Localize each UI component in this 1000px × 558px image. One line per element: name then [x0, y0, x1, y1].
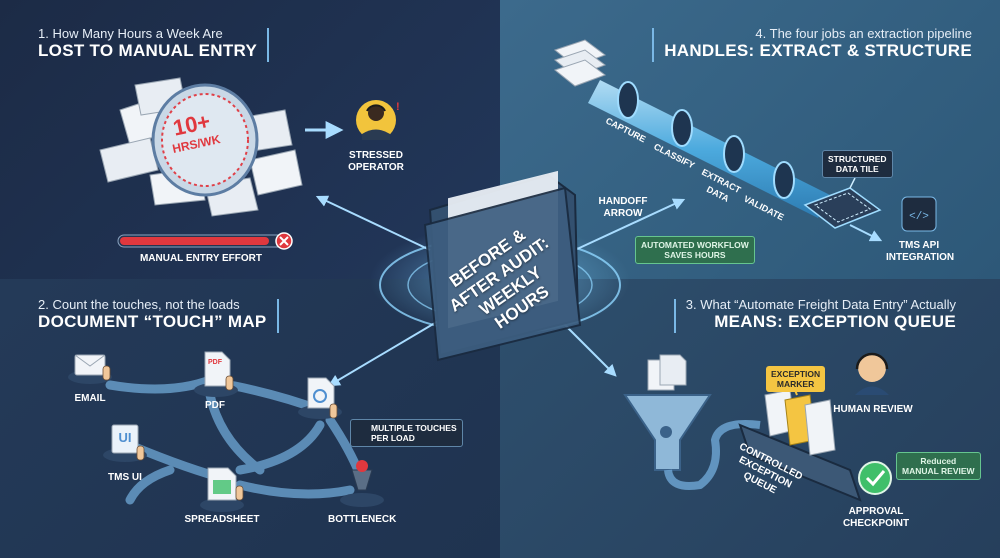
tms-api-icon: </>: [901, 196, 937, 232]
svg-text:!: !: [396, 101, 400, 113]
handoff-label: HANDOFF ARROW: [598, 196, 648, 220]
arrow-to-section4: [574, 198, 686, 251]
touches-line-2: PER LOAD: [371, 433, 415, 443]
structured-line-2: DATA TILE: [835, 164, 879, 174]
pipeline-tube: [588, 80, 830, 218]
reduced-line-2: MANUAL REVIEW: [902, 466, 975, 476]
document-stack-icon: [553, 39, 607, 87]
touches-line-1: MULTIPLE TOUCHES: [371, 423, 457, 433]
automated-workflow-badge: AUTOMATED WORKFLOW SAVES HOURS: [635, 236, 755, 264]
section1-header: 1. How Many Hours a Week Are LOST TO MAN…: [38, 26, 270, 62]
tms-api-line-1: TMS API: [898, 240, 940, 251]
section4-title: HANDLES: EXTRACT & STRUCTURE: [664, 41, 972, 60]
approval-line-2: CHECKPOINT: [842, 518, 910, 529]
svg-text:</>: </>: [909, 211, 929, 223]
section2-header: 2. Count the touches, not the loads DOCU…: [38, 297, 279, 333]
pdf-label: PDF: [205, 400, 225, 411]
arrow-to-section3: [559, 319, 617, 377]
human-reviewer-icon: [855, 352, 889, 395]
tms-ui-icon: [103, 424, 147, 462]
arrow-to-section1: [315, 195, 431, 251]
funnel-icon: [623, 394, 712, 471]
structured-data-label: STRUCTURED DATA TILE: [822, 150, 893, 178]
human-review-label: HUMAN REVIEW: [833, 404, 913, 415]
reduced-review-badge: Reduced MANUAL REVIEW: [896, 452, 981, 480]
approval-label: APPROVAL CHECKPOINT: [836, 506, 916, 530]
automated-line-1: AUTOMATED WORKFLOW: [641, 240, 749, 250]
folder-icon: [423, 170, 582, 362]
reduced-line-1: Reduced: [920, 456, 957, 466]
structured-data-tile-icon: [803, 177, 882, 229]
exception-queue-tray: [738, 389, 862, 502]
section4-subtitle: 4. The four jobs an extraction pipeline: [755, 26, 972, 41]
spreadsheet-label: SPREADSHEET: [184, 514, 260, 525]
tms-api-line-2: INTEGRATION: [886, 252, 955, 263]
approval-line-1: APPROVAL: [848, 506, 904, 517]
quadrant-exception-queue: [500, 279, 1000, 558]
section1-title: LOST TO MANUAL ENTRY: [38, 41, 258, 60]
section1-subtitle: 1. How Many Hours a Week Are: [38, 26, 223, 41]
multiple-touches-badge: MULTIPLE TOUCHES PER LOAD: [350, 419, 463, 447]
clock-icon: [151, 83, 259, 197]
pdf-icon-text: PDF: [208, 359, 222, 366]
operator-label: STRESSED OPERATOR: [344, 150, 408, 174]
queue-pipe: [664, 420, 761, 490]
operator-label-line-1: STRESSED: [349, 150, 403, 161]
section4-header: 4. The four jobs an extraction pipeline …: [652, 26, 972, 62]
hand-cursor-icons: [102, 365, 338, 501]
tms-ui-icon-text: UI: [118, 430, 132, 445]
progress-label: MANUAL ENTRY EFFORT: [139, 253, 263, 264]
exception-line-2: MARKER: [776, 379, 815, 389]
tms-api-label: TMS API INTEGRATION: [886, 240, 955, 264]
section2-title: DOCUMENT “TOUCH” MAP: [38, 312, 267, 331]
approval-check-icon: [858, 461, 892, 495]
exception-line-1: EXCEPTION: [771, 369, 821, 379]
spreadsheet-icon: [200, 467, 244, 512]
exception-marker-label: EXCEPTION MARKER: [766, 366, 826, 392]
bottleneck-label: BOTTLENECK: [328, 514, 397, 525]
handoff-line-2: ARROW: [603, 208, 643, 219]
stressed-operator-icon: !: [356, 100, 400, 140]
bottleneck-icon: [340, 460, 384, 507]
section3-subtitle: 3. What “Automate Freight Data Entry” Ac…: [685, 297, 956, 312]
section2-subtitle: 2. Count the touches, not the loads: [38, 297, 240, 312]
section3-header: 3. What “Automate Freight Data Entry” Ac…: [673, 297, 956, 333]
tms-ui-label: TMS UI: [108, 472, 142, 483]
section3-title: MEANS: EXCEPTION QUEUE: [714, 312, 956, 331]
manual-entry-progress: [117, 232, 293, 250]
email-icon: [68, 354, 112, 384]
structured-line-1: STRUCTURED: [828, 154, 887, 164]
automated-line-2: SAVES HOURS: [664, 250, 726, 260]
arrow-to-section2: [327, 319, 441, 387]
operator-label-line-2: OPERATOR: [348, 162, 404, 173]
email-label: EMAIL: [74, 393, 106, 404]
progress-fill: [120, 237, 269, 245]
quadrant-touch-map: [0, 279, 500, 558]
handoff-line-1: HANDOFF: [598, 196, 648, 207]
arrow-to-tms: [849, 224, 883, 242]
funnel-documents-icon: [647, 354, 687, 391]
